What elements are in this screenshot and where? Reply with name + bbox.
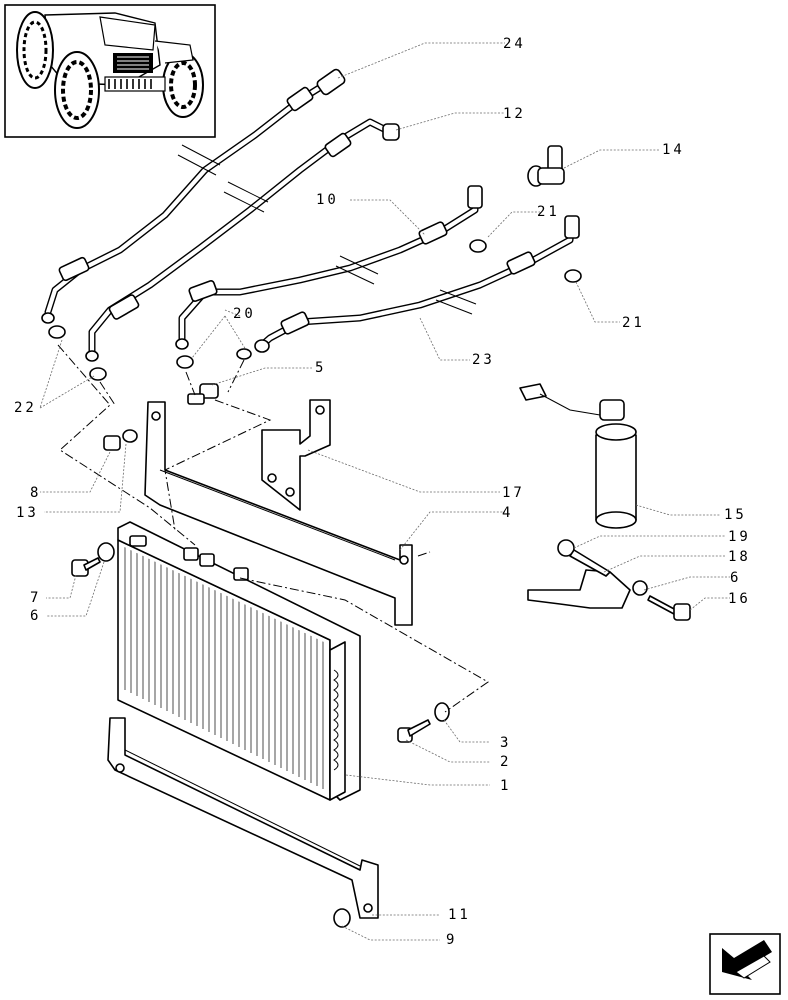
callout-6-right: 6 [730,570,741,586]
previous-page-arrow-icon[interactable] [709,933,781,995]
hose-10 [175,185,483,350]
hose-break-marks [177,144,477,315]
leader-lines [39,42,730,941]
condenser-1 [117,521,361,801]
callout-15: 15 [724,507,747,523]
tractor-thumbnail-icon [4,4,216,138]
callout-9: 9 [446,932,457,948]
callout-21-lower: 21 [622,315,645,331]
callouts: 24 12 14 10 21 21 20 23 22 5 8 13 17 15 … [14,36,751,948]
callout-12: 12 [503,106,526,122]
condenser-tubes [333,669,339,771]
hose-12 [85,118,400,362]
callout-8: 8 [30,485,41,501]
callout-17: 17 [502,485,525,501]
callout-19: 19 [728,529,751,545]
callout-3: 3 [500,735,511,751]
assembly-lines [57,344,489,713]
union-fitting-5 [187,383,219,405]
hose-24 [41,68,346,324]
callout-1: 1 [500,778,511,794]
connector-8 [103,429,138,451]
callout-22: 22 [14,400,37,416]
hose-23 [254,215,580,353]
elbow-fitting-14 [527,145,565,187]
callout-2: 2 [500,754,511,770]
mounting-bar-11 [107,717,379,919]
callout-18: 18 [728,549,751,565]
callout-20: 20 [233,306,256,322]
callout-14: 14 [662,142,685,158]
callout-16: 16 [728,591,751,607]
callout-6-left: 6 [30,608,41,624]
receiver-drier-15 [519,383,637,529]
callout-7: 7 [30,590,41,606]
callout-24: 24 [503,36,526,52]
callout-5: 5 [315,360,326,376]
callout-10: 10 [316,192,339,208]
clamp-18 [527,539,691,621]
callout-11: 11 [448,907,471,923]
callout-13: 13 [16,505,39,521]
bracket-17 [261,399,331,511]
callout-21-upper: 21 [537,204,560,220]
mounting-bar-4 [144,401,413,626]
o-rings [48,239,582,381]
callout-23: 23 [472,352,495,368]
callout-4: 4 [502,505,513,521]
fasteners [71,542,450,928]
